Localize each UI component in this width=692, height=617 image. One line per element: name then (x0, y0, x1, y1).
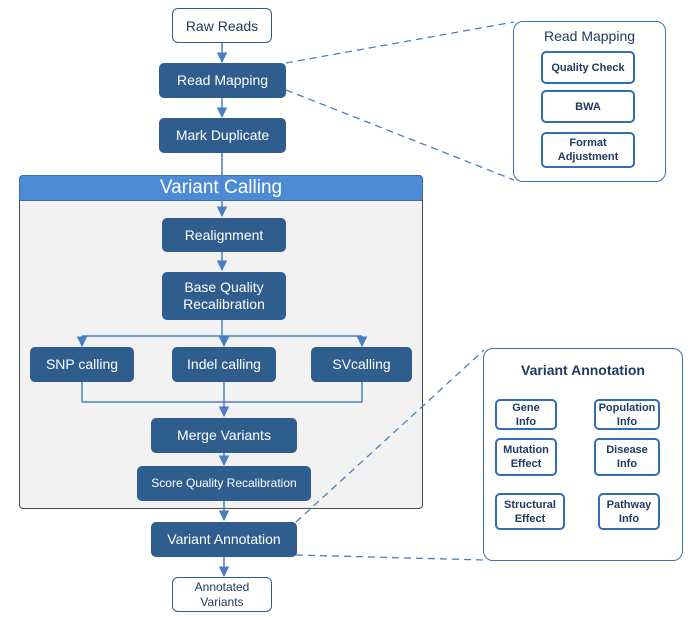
callout-mapping-bottom (285, 89, 515, 181)
pathway-info-item: Pathway Info (598, 493, 660, 530)
format-adjustment-item: Format Adjustment (541, 132, 635, 168)
callout-annotation-bottom (295, 554, 485, 561)
disease-info-item: Disease Info (594, 438, 660, 476)
variant-annotation-node: Variant Annotation (151, 522, 297, 557)
mutation-effect-item: Mutation Effect (495, 438, 557, 476)
annotated-variants-node: Annotated Variants (172, 577, 272, 612)
population-info-item: Population Info (594, 399, 660, 430)
realignment-node: Realignment (162, 218, 286, 252)
raw-reads-node: Raw Reads (172, 8, 272, 43)
read-mapping-node: Read Mapping (159, 63, 286, 98)
indel-calling-node: Indel calling (172, 347, 276, 382)
structural-effect-item: Structural Effect (495, 493, 565, 530)
bqsr-node: Base Quality Recalibration (162, 272, 286, 320)
bwa-item: BWA (541, 90, 635, 123)
mark-duplicate-node: Mark Duplicate (159, 118, 286, 153)
bqsr-line1: Base Quality (184, 279, 264, 295)
merge-variants-node: Merge Variants (151, 418, 297, 453)
read-mapping-panel-title: Read Mapping (543, 28, 636, 44)
score-recalibration-node: Score Quality Recalibration (137, 466, 311, 501)
snp-calling-node: SNP calling (30, 347, 134, 382)
callout-mapping-top (285, 21, 515, 64)
annotated-line1: Annotated (194, 579, 250, 594)
annotated-line2: Variants (200, 594, 244, 609)
gene-info-item: Gene Info (495, 399, 557, 430)
variant-annotation-panel-title: Variant Annotation (521, 362, 645, 378)
bqsr-line2: Recalibration (183, 296, 265, 312)
sv-calling-node: SVcalling (311, 347, 412, 382)
quality-check-item: Quality Check (541, 51, 635, 84)
variant-calling-title: Variant Calling (19, 175, 423, 201)
callout-annotation-top (295, 349, 485, 523)
